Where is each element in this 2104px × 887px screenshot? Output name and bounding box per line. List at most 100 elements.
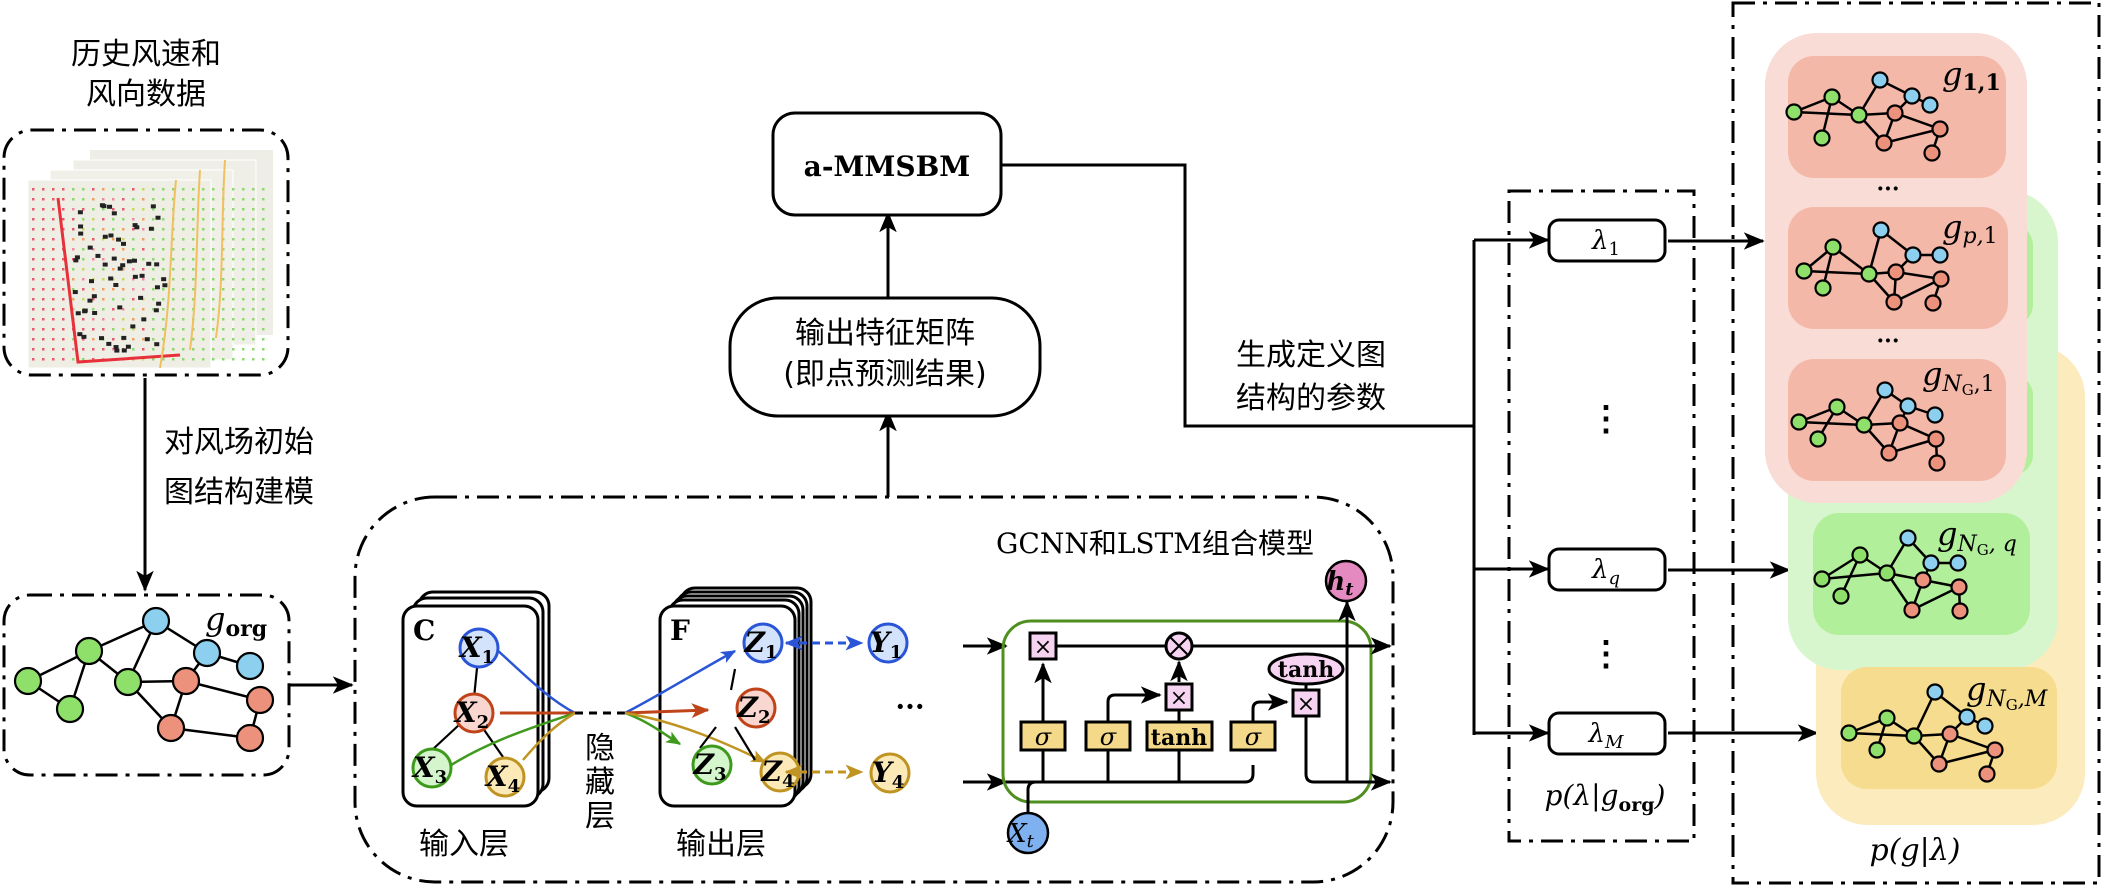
graph-label-gngm: gNG,M (1966, 670, 2048, 714)
graph-node (1875, 134, 1893, 152)
wind-map-road (159, 179, 177, 369)
svg-text:λM: λM (1588, 719, 1624, 753)
param-label-line1: 生成定义图 (1236, 338, 1386, 373)
wind-arrow-glyph (108, 233, 114, 238)
modeling-step-line2: 图结构建模 (164, 475, 314, 510)
svg-text:Z1: Z1 (744, 626, 778, 663)
graph-node (1950, 578, 1968, 596)
graph-node (1921, 96, 1939, 114)
combined-model-frame (353, 495, 1395, 884)
graph-node (1876, 381, 1894, 399)
wind-arrow-glyph (102, 262, 108, 267)
graph-node (1855, 416, 1873, 434)
svg-text:ht: ht (1326, 567, 1354, 600)
lstm-forget-multiply (1028, 631, 1058, 661)
graph-node (1887, 263, 1905, 281)
graph-node (1824, 238, 1842, 256)
edge-hidden-z1 (624, 649, 737, 715)
wind-arrow-glyph (78, 224, 84, 229)
wind-arrow-glyph (154, 342, 160, 347)
lstm-output-gate (1229, 720, 1277, 752)
lstm-input-multiply (1164, 682, 1194, 712)
edge-hidden-z3 (624, 711, 682, 746)
wind-arrow-glyph (99, 336, 105, 341)
graph-node (1926, 406, 1944, 424)
input-node-x1: X1 (458, 627, 500, 669)
svg-text:Z3: Z3 (693, 748, 727, 785)
wind-arrow-glyph (154, 262, 160, 267)
svg-text:×: × (1170, 686, 1188, 711)
graph-node (1976, 717, 1994, 735)
wind-arrow-glyph (148, 226, 154, 231)
wind-arrow-glyph (77, 210, 83, 215)
input-node-x4: X4 (484, 756, 526, 798)
lstm-input-gate (1084, 720, 1132, 752)
graph-edge (1911, 585, 1960, 612)
lstm-output-tanh (1267, 652, 1345, 686)
lstm-input-xt (1006, 811, 1050, 855)
wind-arrow-glyph (141, 317, 147, 322)
wind-arrow-glyph (154, 285, 160, 290)
wind-field-maps (27, 150, 273, 369)
graph-label-gng1: gNG,1 (1922, 355, 1995, 399)
wind-arrow-glyph (126, 259, 132, 264)
edge-hidden-z2 (624, 703, 710, 719)
wind-arrow-glyph (72, 290, 78, 295)
lstm-candidate-gate (1145, 720, 1214, 752)
graph-ellipsis-2: ··· (1877, 328, 1900, 354)
mini-graph-g11 (1785, 71, 1949, 162)
mini-graph-gngq (1813, 529, 1969, 620)
svg-text:×: × (1034, 635, 1052, 660)
graph-node (192, 638, 222, 668)
graph-label-g11: g1,1 (1942, 55, 2001, 96)
svg-text:X2: X2 (453, 696, 489, 733)
wind-arrow-glyph (121, 335, 127, 340)
graph-node (1878, 709, 1896, 727)
svg-text:×: × (1297, 692, 1315, 717)
initial-graph (13, 606, 275, 753)
graph-edge (1821, 571, 1888, 581)
wind-arrow-glyph (139, 273, 145, 278)
graph-node (1904, 246, 1922, 264)
lstm-cell: σ σ tanh σ × × × tanh Xt h (963, 559, 1392, 855)
graph-node (1880, 444, 1898, 462)
graph-edge (1798, 420, 1865, 427)
graph-node (1905, 727, 1923, 745)
wind-arrow-glyph (117, 305, 123, 310)
wind-arrow-glyph (120, 263, 126, 268)
wind-arrow-glyph (153, 308, 159, 313)
svg-text:tanh: tanh (1278, 657, 1334, 683)
graph-node (1930, 755, 1948, 773)
graph-node (1886, 104, 1904, 122)
wind-map-dots (32, 188, 265, 361)
wind-arrow-glyph (144, 337, 150, 342)
wind-arrow-glyph (114, 348, 120, 353)
input-node-x3: X3 (411, 747, 453, 789)
wind-arrow-glyph (134, 225, 140, 230)
input-data-frame (2, 128, 290, 377)
graph-node (1899, 529, 1917, 547)
ammsbm-output-line (1001, 163, 1474, 428)
wind-arrow-glyph (116, 237, 122, 242)
graph-node (1903, 87, 1921, 105)
graph-node (1850, 106, 1868, 124)
graph-node (113, 667, 143, 697)
graph-node (1828, 398, 1846, 416)
graph-node (1949, 554, 1967, 572)
wind-arrow-glyph (117, 266, 123, 271)
input-data-title-line2: 风向数据 (86, 77, 206, 112)
svg-text:X3: X3 (411, 751, 447, 788)
graph-node (1927, 430, 1945, 448)
target-node-y1: Y1 (867, 622, 909, 664)
graph-node (1932, 270, 1950, 288)
wind-arrow-glyph (125, 344, 131, 349)
graph-node (245, 685, 275, 715)
lambda-box-1: λ1 (1547, 218, 1667, 263)
graph-node (1922, 554, 1940, 572)
graph-node (1978, 765, 1996, 783)
hidden-layer-label-2: 藏 (585, 765, 615, 800)
graph-node (1795, 262, 1813, 280)
